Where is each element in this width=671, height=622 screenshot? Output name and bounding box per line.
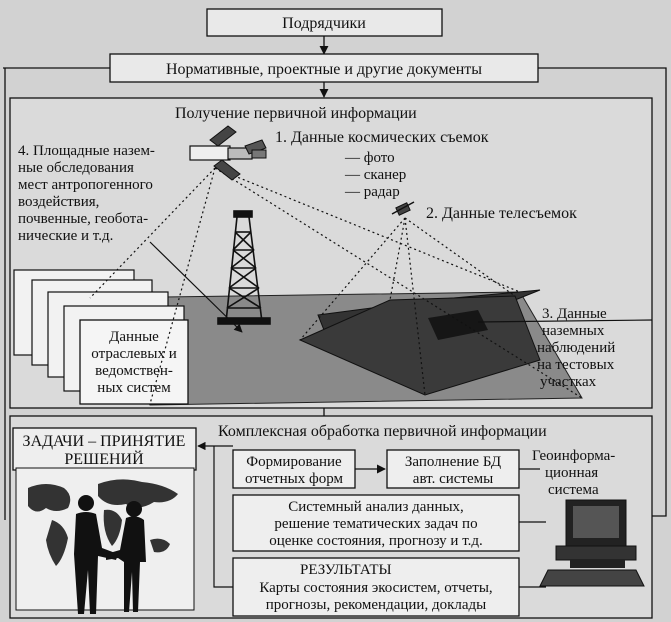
documents-label: Нормативные, проектные и другие документ… [166,61,482,78]
svg-text:3. Данные: 3. Данные [542,306,607,322]
agency-line-3: ведомствен- [95,363,173,379]
gis-label: Геоинформа- ционная система [532,448,615,498]
agency-data-stack: Данные отраслевых и ведомствен- ных сист… [13,269,189,405]
test-site-inner [428,310,488,340]
svg-text:почвенные, геобота-: почвенные, геобота- [18,211,148,227]
analysis-box: Системный анализ данных, решение тематич… [232,494,520,552]
satellite-icon [189,125,267,181]
results-title: РЕЗУЛЬТАТЫ [300,562,392,578]
svg-text:участках: участках [540,374,597,390]
forms-line-2: отчетных форм [245,471,343,487]
db-box: Заполнение БД авт. системы [386,449,520,489]
test-site-pointer [477,319,653,323]
tasks-results-line [213,446,233,588]
tasks-line-2: РЕШЕНИЙ [64,449,144,468]
primary-title: Получение первичной информации [175,105,417,122]
right-connector-line [538,67,667,521]
svg-text:наблюдений: наблюдений [537,340,615,356]
oil-derrick-icon [217,210,271,325]
db-line-1: Заполнение БД [405,454,501,470]
agency-line-2: отраслевых и [91,346,176,362]
contractors-label: Подрядчики [282,15,366,32]
space-item-photo: — фото [344,150,395,166]
space-item-radar: — радар [344,184,400,200]
handshake-people-icon [74,495,146,614]
space-item-scanner: — сканер [344,167,406,183]
agency-line-4: ных систем [97,380,171,396]
sensor-rays [89,167,583,405]
forms-line-1: Формирование [246,454,342,470]
small-satellite-icon [391,201,415,216]
tele-data-label: 2. Данные телесъемок [426,205,577,222]
documents-box: Нормативные, проектные и другие документ… [109,53,539,83]
world-map-icon [15,467,195,611]
results-box: РЕЗУЛЬТАТЫ Карты состояния экосистем, от… [232,557,520,617]
svg-text:система: система [548,482,599,498]
svg-text:наземных: наземных [542,323,605,339]
results-line-2: прогнозы, рекомендации, доклады [266,597,486,613]
contractors-box: Подрядчики [206,8,443,37]
svg-text:ные обследования: ные обследования [18,160,134,176]
tasks-box: ЗАДАЧИ – ПРИНЯТИЕ РЕШЕНИЙ [12,427,197,471]
svg-text:4. Площадные назем-: 4. Площадные назем- [18,143,155,159]
analysis-line-3: оценке состояния, прогнозу и т.д. [269,533,483,549]
tasks-line-1: ЗАДАЧИ – ПРИНЯТИЕ [23,433,186,450]
svg-text:мест антропогенного: мест антропогенного [18,177,153,193]
analysis-line-1: Системный анализ данных, [288,499,464,515]
computer-icon [539,499,645,587]
space-data-title: 1. Данные космических съемок [275,129,489,146]
forms-box: Формирование отчетных форм [232,449,356,489]
processing-title: Комплексная обработка первичной информац… [218,423,547,440]
agency-line-1: Данные [109,329,159,345]
svg-text:воздействия,: воздействия, [18,194,99,210]
analysis-line-2: решение тематических задач по [274,516,477,532]
svg-text:нические и т.д.: нические и т.д. [18,228,113,244]
ground-surveys-label: 4. Площадные назем- ные обследования мес… [18,143,155,244]
ground-survey-pointer [149,241,243,333]
svg-text:ционная: ционная [545,465,598,481]
test-sites-label: 3. Данные наземных наблюдений на тестовы… [537,306,615,390]
db-line-2: авт. системы [413,471,493,487]
results-line-1: Карты состояния экосистем, отчеты, [259,580,492,596]
svg-text:на тестовых: на тестовых [537,357,615,373]
svg-text:Геоинформа-: Геоинформа- [532,448,615,464]
